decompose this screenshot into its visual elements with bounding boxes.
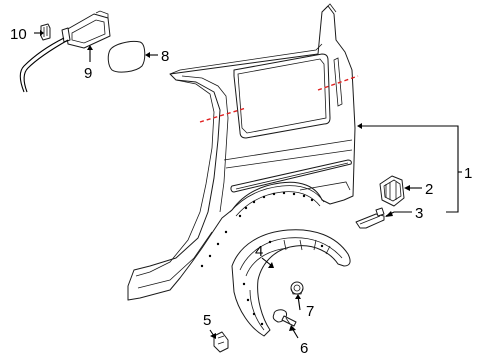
callout-8: 8: [161, 48, 169, 65]
part-9-fuel-door-housing: [19, 10, 111, 93]
part-4-wheelhouse-liner: [231, 229, 351, 337]
callout-9: 9: [84, 65, 92, 82]
part-2-filler-pocket: [379, 175, 405, 207]
callout-10: 10: [10, 26, 27, 43]
arch-rivets: [200, 191, 314, 268]
part-8-fuel-door: [107, 41, 146, 73]
callout-labels: 10 9 8 1 2 3 4 5 6 7: [10, 26, 472, 357]
part-1-quarter-panel: [127, 3, 359, 301]
part-7-nut: [290, 281, 304, 295]
liner-rivets: [242, 240, 324, 326]
part-3-bracket: [355, 207, 385, 229]
callout-6: 6: [300, 340, 308, 357]
callout-2: 2: [425, 181, 433, 198]
cut-line-right: [317, 75, 359, 91]
callout-7: 7: [306, 303, 314, 320]
part-5-clip: [213, 331, 229, 353]
callout-3: 3: [415, 205, 423, 222]
callout-1: 1: [464, 165, 472, 182]
cut-line-left: [199, 107, 247, 123]
part-10-clip: [40, 23, 51, 41]
callout-4: 4: [255, 243, 263, 260]
leader-lines: [34, 30, 462, 339]
callout-5: 5: [203, 312, 211, 329]
part-6-fastener: [272, 309, 297, 327]
